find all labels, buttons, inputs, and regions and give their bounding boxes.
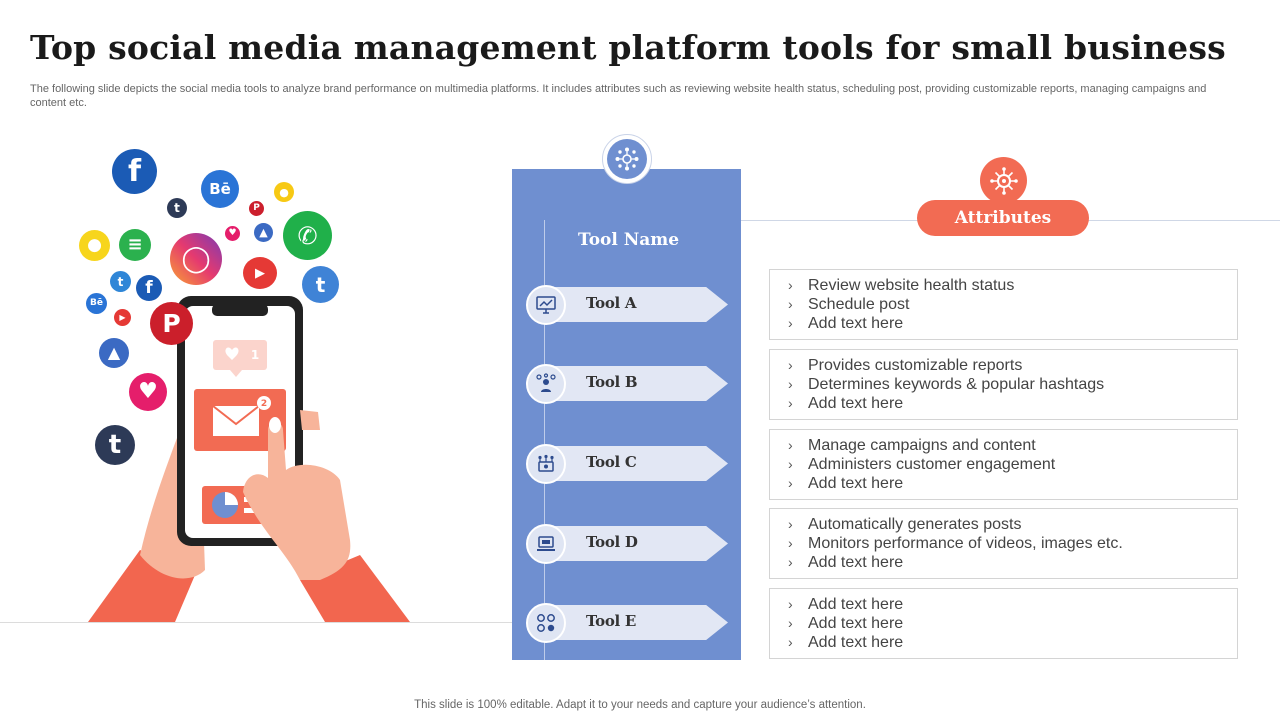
settings-cluster-icon [526, 603, 566, 643]
twitter-small-icon: t [110, 271, 131, 292]
social-media-illustration: f Bē t ● P ✆ ▲ ♥ ● ≡ ◯ ▶ t f t Bē ▶ P ▲ … [0, 130, 500, 625]
behance-icon: Bē [201, 170, 239, 208]
slide-footer: This slide is 100% editable. Adapt it to… [414, 699, 866, 711]
facebook-small-icon: f [136, 275, 162, 301]
attribute-line: ›Provides customizable reports [788, 357, 1023, 374]
mail-badge: 2 [260, 398, 268, 409]
tool-label: Tool C [586, 453, 637, 471]
attribute-line: ›Manage campaigns and content [788, 437, 1036, 454]
attribute-box-b: ›Provides customizable reports ›Determin… [769, 349, 1238, 420]
phone-notch [212, 304, 268, 316]
chevron-right-icon: › [788, 535, 793, 551]
youtube-icon: ▶ [243, 257, 277, 289]
ground-line [0, 622, 512, 623]
attribute-line: ›Administers customer engagement [788, 456, 1056, 473]
tools-vertical-line [544, 220, 545, 660]
youtube-small-icon: ▶ [114, 309, 131, 326]
tool-label: Tool A [586, 294, 637, 312]
attribute-line: ›Add text here [788, 634, 904, 651]
right-hand [243, 422, 351, 580]
tool-row-b: Tool B [526, 364, 728, 404]
chevron-right-icon: › [788, 475, 793, 491]
instagram-icon: ◯ [170, 233, 222, 285]
twitter-icon: t [302, 266, 339, 303]
connected-screen-icon [526, 444, 566, 484]
user-network-icon [526, 364, 566, 404]
chevron-right-icon: › [788, 615, 793, 631]
network-icon [602, 134, 652, 184]
attribute-line: ›Add text here [788, 615, 904, 632]
tumblr-icon: t [95, 425, 135, 465]
attribute-box-d: ›Automatically generates posts ›Monitors… [769, 508, 1238, 579]
hands-phone-graphic [88, 296, 410, 622]
behance-small-icon: Bē [86, 293, 107, 314]
like-small-icon: ▲ [254, 223, 273, 242]
monitor-chart-icon [526, 285, 566, 325]
tool-label: Tool D [586, 533, 638, 551]
slide-subtitle: The following slide depicts the social m… [30, 83, 1207, 109]
chevron-right-icon: › [788, 277, 793, 293]
tools-panel [512, 169, 741, 660]
attribute-line: ›Automatically generates posts [788, 516, 1022, 533]
snapchat-icon: ● [79, 230, 110, 261]
pinterest-small-icon: P [249, 201, 264, 216]
tool-arrow [546, 605, 728, 640]
attribute-line: ›Add text here [788, 554, 904, 571]
chevron-right-icon: › [788, 437, 793, 453]
attribute-line: ›Add text here [788, 475, 904, 492]
connector-line [544, 220, 1280, 221]
tool-row-e: Tool E [526, 603, 728, 643]
attribute-box-c: ›Manage campaigns and content ›Administe… [769, 429, 1238, 500]
chevron-right-icon: › [788, 596, 793, 612]
attribute-line: ›Review website health status [788, 277, 1015, 294]
virus-network-icon [980, 157, 1027, 204]
tool-label: Tool B [586, 373, 638, 391]
tool-arrow [546, 446, 728, 481]
snapchat-small-icon: ● [274, 182, 294, 202]
tool-arrow [546, 526, 728, 561]
attribute-line: ›Monitors performance of videos, images … [788, 535, 1123, 552]
chevron-right-icon: › [788, 554, 793, 570]
tool-arrow [546, 366, 728, 401]
chevron-right-icon: › [788, 634, 793, 650]
chevron-right-icon: › [788, 456, 793, 472]
phone-like-count: 1 [250, 348, 260, 362]
attribute-line: ›Add text here [788, 395, 904, 412]
chevron-right-icon: › [788, 376, 793, 392]
thumbs-up-icon: ▲ [99, 338, 129, 368]
attribute-line: ›Add text here [788, 596, 904, 613]
slide-title: Top social media management platform too… [30, 28, 1226, 67]
chevron-right-icon: › [788, 315, 793, 331]
like-bubble [213, 340, 267, 370]
heart-icon: ♥ [129, 373, 167, 411]
chevron-right-icon: › [788, 357, 793, 373]
attribute-box-e: ›Add text here ›Add text here ›Add text … [769, 588, 1238, 659]
chevron-right-icon: › [788, 516, 793, 532]
attributes-header: Attributes [917, 200, 1089, 236]
tool-arrow [546, 287, 728, 322]
spotify-icon: ≡ [119, 229, 151, 261]
tool-row-c: Tool C [526, 444, 728, 484]
attribute-line: ›Determines keywords & popular hashtags [788, 376, 1105, 393]
facebook-icon: f [112, 149, 157, 194]
tool-label: Tool E [586, 612, 637, 630]
tumblr-small-icon: t [167, 198, 187, 218]
chevron-right-icon: › [788, 395, 793, 411]
attribute-box-a: ›Review website health status ›Schedule … [769, 269, 1238, 340]
laptop-icon [526, 524, 566, 564]
pinterest-icon: P [150, 302, 193, 345]
chevron-right-icon: › [788, 296, 793, 312]
attribute-line: ›Add text here [788, 315, 904, 332]
attribute-line: ›Schedule post [788, 296, 910, 313]
whatsapp-icon: ✆ [283, 211, 332, 260]
tool-name-header: Tool Name [578, 230, 680, 250]
heart-small-icon: ♥ [225, 226, 240, 241]
tool-row-a: Tool A [526, 285, 728, 325]
tool-row-d: Tool D [526, 524, 728, 564]
